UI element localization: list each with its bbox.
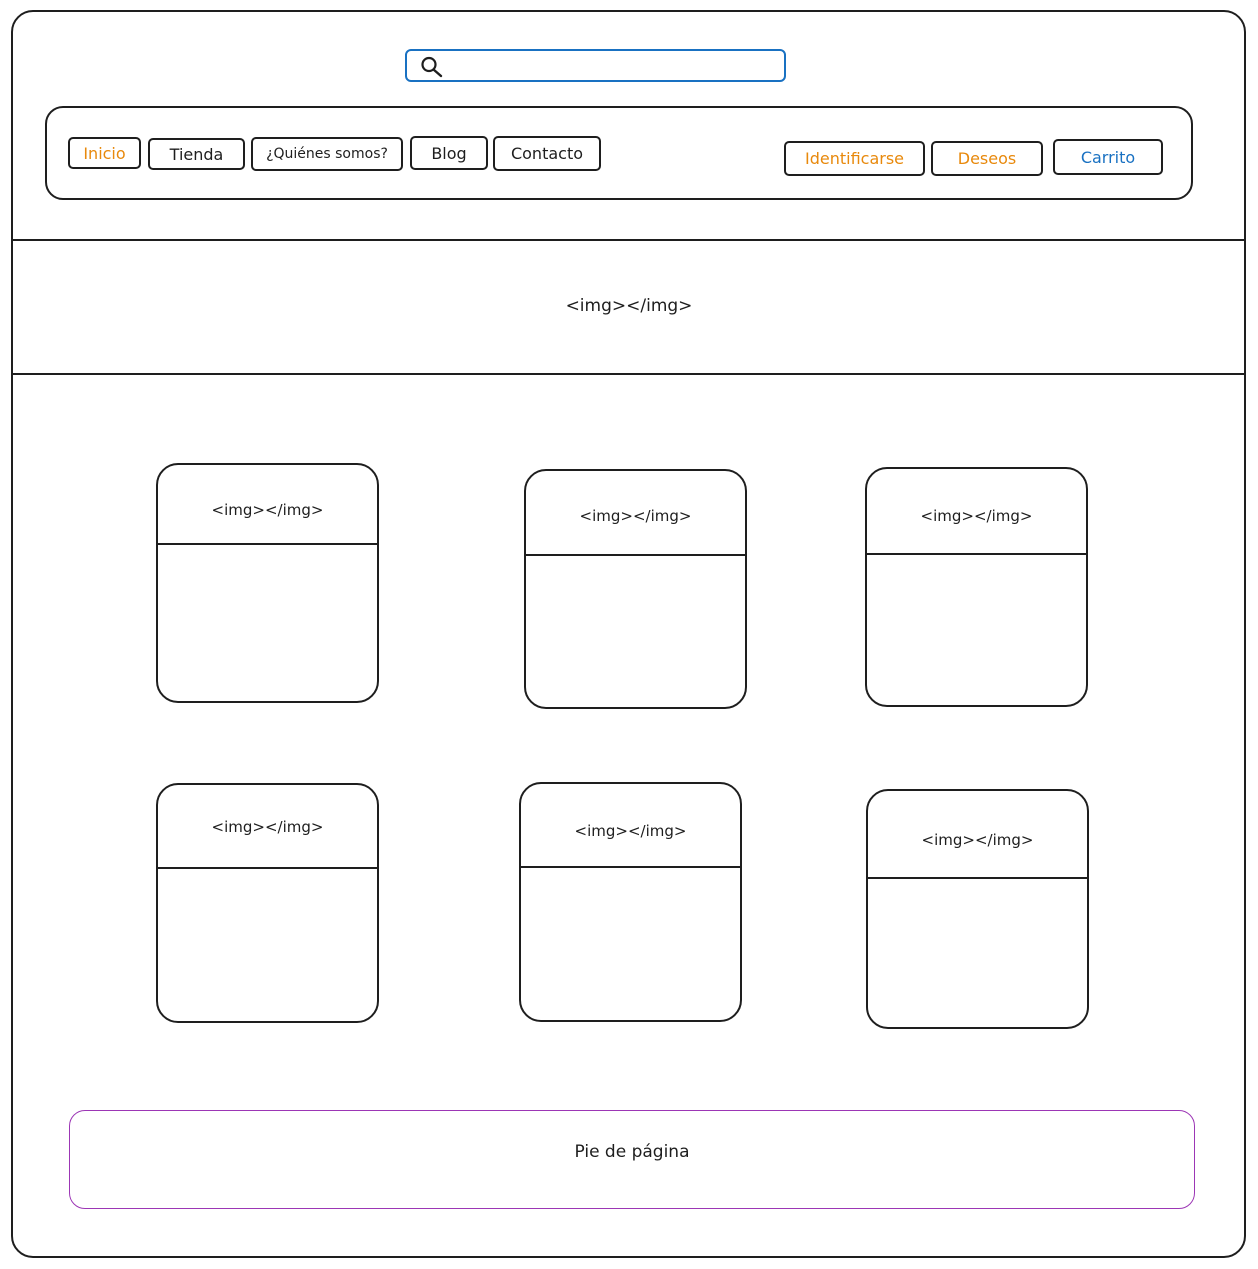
card-divider [865,553,1088,555]
card-divider [156,543,379,545]
nav-quienes-somos-button[interactable]: ¿Quiénes somos? [251,137,403,171]
product-image-placeholder: <img></img> [921,831,1034,849]
card-divider [524,554,747,556]
footer-label: Pie de página [574,1141,690,1162]
card-divider [519,866,742,868]
product-image-placeholder: <img></img> [574,822,687,840]
card-divider [156,867,379,869]
product-image-placeholder: <img></img> [579,507,692,525]
card-divider [866,877,1089,879]
footer: Pie de página [69,1110,1195,1209]
nav-blog-button[interactable]: Blog [410,136,488,170]
hero-top-divider [13,239,1244,241]
wishlist-button[interactable]: Deseos [931,141,1043,176]
nav-tienda-button[interactable]: Tienda [148,138,245,170]
cart-button[interactable]: Carrito [1053,139,1163,175]
product-card[interactable]: <img></img> [156,463,379,703]
navbar [45,106,1193,200]
search-icon [421,56,443,78]
hero-bottom-divider [13,373,1244,375]
product-card[interactable]: <img></img> [866,789,1089,1029]
hero-image-placeholder: <img></img> [565,296,693,316]
search-input[interactable] [405,49,786,82]
nav-contacto-button[interactable]: Contacto [493,136,601,171]
product-card[interactable]: <img></img> [156,783,379,1023]
page-frame [11,10,1246,1258]
product-card[interactable]: <img></img> [519,782,742,1022]
product-card[interactable]: <img></img> [865,467,1088,707]
product-image-placeholder: <img></img> [211,501,324,519]
login-button[interactable]: Identificarse [784,141,925,176]
nav-inicio-button[interactable]: Inicio [68,137,141,169]
product-card[interactable]: <img></img> [524,469,747,709]
product-image-placeholder: <img></img> [211,818,324,836]
product-image-placeholder: <img></img> [920,507,1033,525]
